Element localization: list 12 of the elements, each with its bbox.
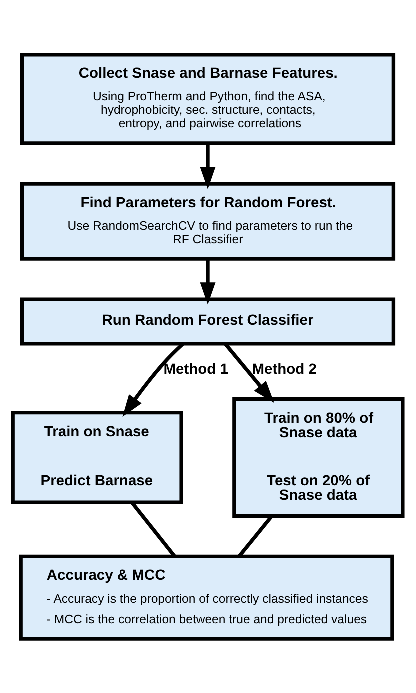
node-box: Find Parameters for Random Forest. Use RandomSearchCV to find parameters to run the RF Classifier bbox=[20, 182, 396, 260]
connector bbox=[130, 501, 176, 558]
edge-label: Method 1 bbox=[164, 362, 228, 378]
edge-label: Method 2 bbox=[252, 362, 318, 378]
node-box: Run Random Forest Classifier bbox=[20, 297, 396, 346]
arrow bbox=[200, 143, 216, 189]
node-box: Accuracy & MCC - Accuracy is the proportion of correctly classified instances - MCC is the correlation between true and predicted values bbox=[19, 554, 394, 640]
arrow bbox=[200, 258, 216, 304]
node-box: Train on Snase Predict Barnase bbox=[11, 410, 184, 504]
arrow bbox=[224, 342, 274, 403]
node-box: Train on 80% of Snase data Test on 20% of Snase data bbox=[232, 396, 405, 518]
node-box: Collect Snase and Barnase Features. Using ProTherm and Python, find the ASA, hydrophobicity, sec. structure, contacts, entropy, and pairwise correlations bbox=[20, 52, 396, 145]
